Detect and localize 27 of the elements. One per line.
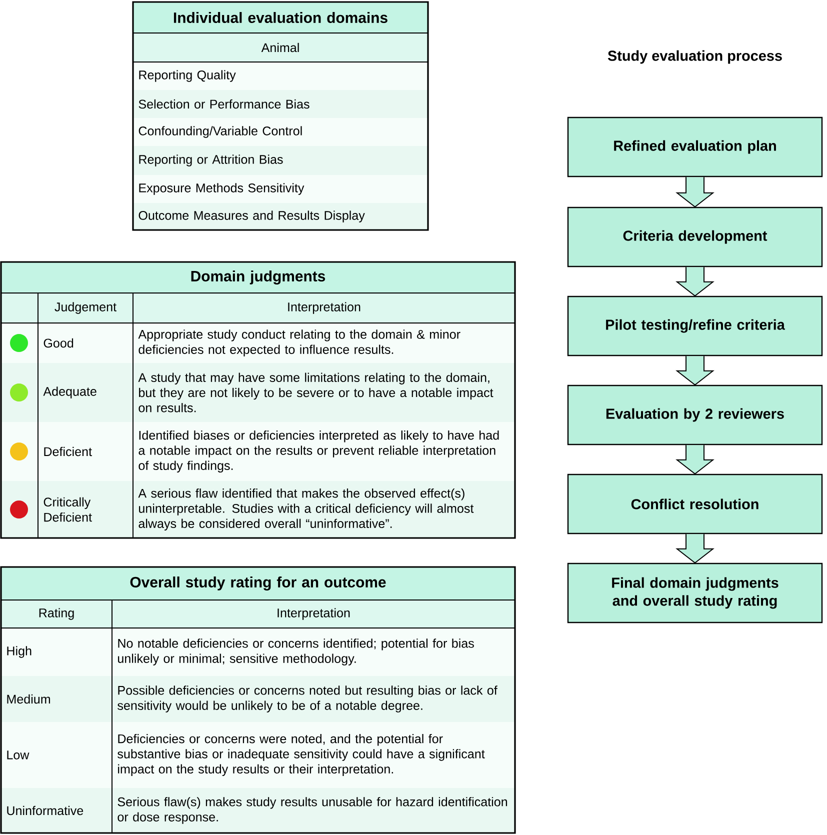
table-title: Domain judgments: [1, 262, 515, 293]
block-arrow: [676, 534, 714, 564]
process-box: Criteria development: [567, 206, 823, 268]
table-cell: Low: [1, 722, 112, 788]
table-cell: Selection or Performance Bias: [133, 90, 428, 118]
process-box: Evaluation by 2 reviewers: [567, 384, 823, 446]
block-arrow: [676, 356, 714, 386]
table-cell: Confounding/Variable Control: [133, 118, 428, 146]
table-cell: Outcome Measures and Results Display: [133, 203, 428, 230]
table-cell: High: [1, 628, 112, 676]
heading: Study evaluation process: [608, 50, 782, 64]
column-header: Rating: [1, 600, 112, 628]
process-box: Pilot testing/refine criteria: [567, 296, 823, 356]
table-cell: Reporting or Attrition Bias: [133, 146, 428, 175]
block-arrow: [676, 266, 714, 297]
block-arrow: [676, 444, 714, 475]
block-arrow: [676, 176, 714, 208]
table-title: Overall study rating for an outcome: [1, 567, 515, 600]
table-cell: Medium: [1, 676, 112, 722]
process-box: Conflict resolution: [567, 474, 823, 534]
table-cell: Exposure Methods Sensitivity: [133, 175, 428, 203]
process-box: Final domain judgments and overall study rating: [567, 562, 823, 624]
process-box: Refined evaluation plan: [567, 116, 823, 178]
table-title: Individual evaluation domains: [133, 2, 428, 33]
table-cell: Reporting Quality: [133, 62, 428, 90]
column-header: Animal: [133, 33, 428, 62]
table-cell: Uninformative: [1, 788, 112, 833]
